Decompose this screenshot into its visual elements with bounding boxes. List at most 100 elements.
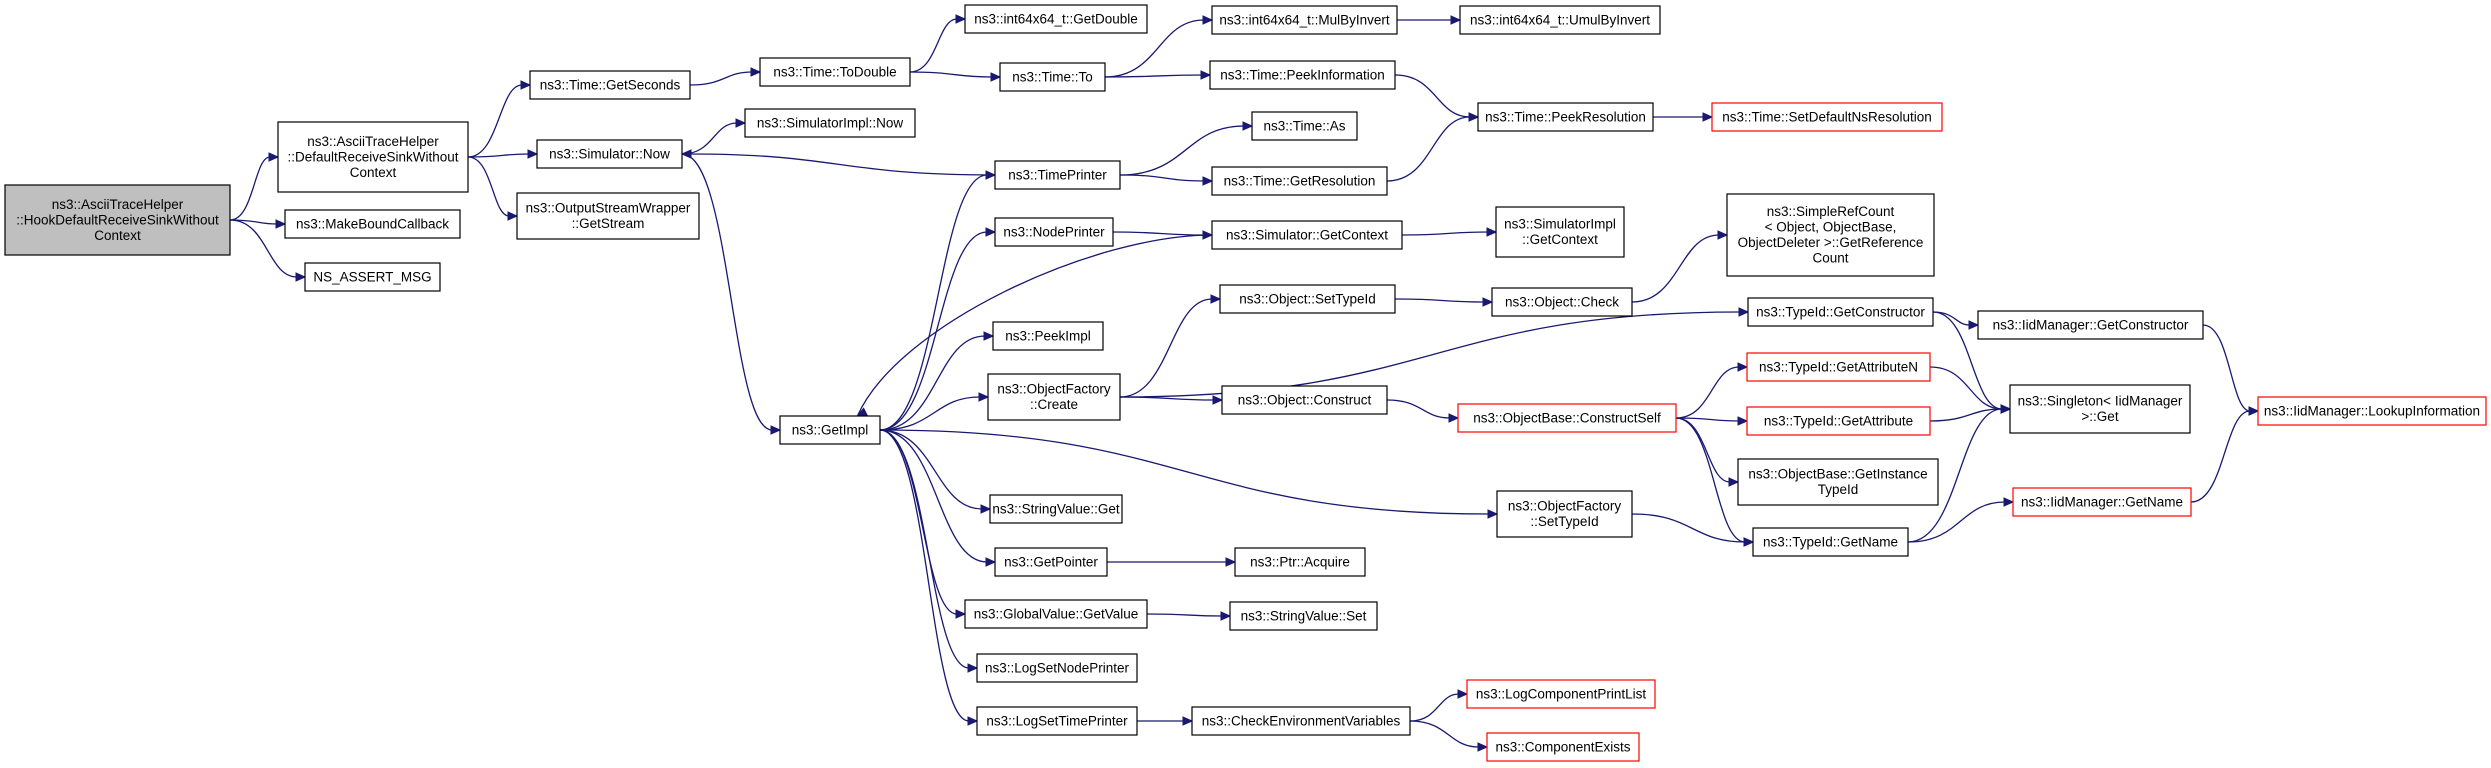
graph-node-box[interactable] xyxy=(1491,287,1633,317)
graph-node-box[interactable] xyxy=(1746,352,1931,382)
graph-node-box[interactable] xyxy=(304,262,441,292)
graph-node-simnow[interactable]: ns3::Simulator::Now xyxy=(536,139,683,169)
graph-node-objbaseconstruct[interactable]: ns3::ObjectBase::ConstructSelf xyxy=(1457,403,1677,433)
graph-node-objcheck[interactable]: ns3::Object::Check xyxy=(1491,287,1633,317)
graph-node-objsettid[interactable]: ns3::Object::SetTypeId xyxy=(1219,284,1396,314)
graph-node-tidgetname[interactable]: ns3::TypeId::GetName xyxy=(1752,527,1909,557)
graph-node-peekinfo[interactable]: ns3::Time::PeekInformation xyxy=(1209,60,1396,90)
graph-node-getimpl[interactable]: ns3::GetImpl xyxy=(779,415,881,445)
graph-node-simimplnow[interactable]: ns3::SimulatorImpl::Now xyxy=(744,108,916,138)
graph-node-simgetctx[interactable]: ns3::Simulator::GetContext xyxy=(1211,220,1403,250)
graph-node-iidgetname[interactable]: ns3::IidManager::GetName xyxy=(2012,487,2192,517)
graph-node-box[interactable] xyxy=(1211,166,1388,196)
graph-node-todouble[interactable]: ns3::Time::ToDouble xyxy=(759,57,911,87)
graph-node-box[interactable] xyxy=(964,4,1148,34)
graph-node-box[interactable] xyxy=(1977,310,2204,340)
graph-node-logsettime[interactable]: ns3::LogSetTimePrinter xyxy=(976,706,1138,736)
graph-node-box[interactable] xyxy=(1737,458,1939,506)
graph-node-getsec[interactable]: ns3::Time::GetSeconds xyxy=(529,70,691,100)
graph-node-peekres[interactable]: ns3::Time::PeekResolution xyxy=(1477,102,1654,132)
graph-node-singleton[interactable]: ns3::Singleton< IidManager>::Get xyxy=(2009,384,2191,434)
graph-node-box[interactable] xyxy=(1211,220,1403,250)
graph-node-box[interactable] xyxy=(1726,193,1935,277)
graph-node-getpointer[interactable]: ns3::GetPointer xyxy=(994,547,1108,577)
graph-node-tidgetattrn[interactable]: ns3::TypeId::GetAttributeN xyxy=(1746,352,1931,382)
graph-node-getres[interactable]: ns3::Time::GetResolution xyxy=(1211,166,1388,196)
graph-node-box[interactable] xyxy=(964,599,1148,629)
graph-node-box[interactable] xyxy=(2257,396,2487,426)
graph-node-root[interactable]: ns3::AsciiTraceHelper::HookDefaultReceiv… xyxy=(4,184,231,256)
graph-node-box[interactable] xyxy=(779,415,881,445)
graph-node-box[interactable] xyxy=(516,192,700,240)
graph-node-mkbound[interactable]: ns3::MakeBoundCallback xyxy=(284,209,461,239)
graph-node-box[interactable] xyxy=(744,108,916,138)
graph-node-box[interactable] xyxy=(1747,297,1934,327)
graph-node-ptracquire[interactable]: ns3::Ptr::Acquire xyxy=(1234,547,1366,577)
graph-node-osw[interactable]: ns3::OutputStreamWrapper::GetStream xyxy=(516,192,700,240)
graph-node-box[interactable] xyxy=(994,217,1114,247)
graph-node-box[interactable] xyxy=(1496,490,1633,538)
graph-node-umulbyinv[interactable]: ns3::int64x64_t::UmulByInvert xyxy=(1459,5,1661,35)
graph-node-tidgetctor[interactable]: ns3::TypeId::GetConstructor xyxy=(1747,297,1934,327)
graph-node-nodeprinter[interactable]: ns3::NodePrinter xyxy=(994,217,1114,247)
graph-node-box[interactable] xyxy=(2009,384,2191,434)
graph-node-box[interactable] xyxy=(1459,5,1661,35)
graph-node-getdouble[interactable]: ns3::int64x64_t::GetDouble xyxy=(964,4,1148,34)
graph-node-compexists[interactable]: ns3::ComponentExists xyxy=(1486,732,1640,762)
graph-node-lookupinfo[interactable]: ns3::IidManager::LookupInformation xyxy=(2257,396,2487,426)
graph-node-globalget[interactable]: ns3::GlobalValue::GetValue xyxy=(964,599,1148,629)
graph-node-box[interactable] xyxy=(1746,406,1931,436)
graph-node-box[interactable] xyxy=(1477,102,1654,132)
graph-node-box[interactable] xyxy=(1466,679,1656,709)
graph-node-timeto[interactable]: ns3::Time::To xyxy=(999,62,1106,92)
graph-node-box[interactable] xyxy=(1211,5,1398,35)
graph-node-setdefres[interactable]: ns3::Time::SetDefaultNsResolution xyxy=(1711,102,1943,132)
graph-node-box[interactable] xyxy=(536,139,683,169)
graph-node-box[interactable] xyxy=(1251,111,1358,141)
graph-node-simimplctx[interactable]: ns3::SimulatorImpl::GetContext xyxy=(1495,206,1625,258)
graph-node-box[interactable] xyxy=(1221,385,1388,415)
graph-node-box[interactable] xyxy=(1234,547,1366,577)
graph-node-box[interactable] xyxy=(759,57,911,87)
graph-node-box[interactable] xyxy=(1191,706,1411,736)
graph-node-box[interactable] xyxy=(1486,732,1640,762)
graph-node-box[interactable] xyxy=(994,160,1121,190)
graph-node-objconstruct[interactable]: ns3::Object::Construct xyxy=(1221,385,1388,415)
graph-node-assert[interactable]: NS_ASSERT_MSG xyxy=(304,262,441,292)
graph-node-box[interactable] xyxy=(987,373,1121,421)
graph-node-timeas[interactable]: ns3::Time::As xyxy=(1251,111,1358,141)
graph-node-box[interactable] xyxy=(1219,284,1396,314)
graph-node-box[interactable] xyxy=(999,62,1106,92)
graph-node-objfactcreate[interactable]: ns3::ObjectFactory::Create xyxy=(987,373,1121,421)
graph-node-box[interactable] xyxy=(1229,601,1378,631)
graph-node-box[interactable] xyxy=(277,121,469,193)
graph-node-box[interactable] xyxy=(529,70,691,100)
graph-node-logsetnode[interactable]: ns3::LogSetNodePrinter xyxy=(976,653,1138,683)
graph-node-box[interactable] xyxy=(992,321,1104,351)
graph-node-checkenv[interactable]: ns3::CheckEnvironmentVariables xyxy=(1191,706,1411,736)
graph-node-box[interactable] xyxy=(976,706,1138,736)
graph-node-strvalset[interactable]: ns3::StringValue::Set xyxy=(1229,601,1378,631)
graph-node-box[interactable] xyxy=(4,184,231,256)
graph-node-mulbyinv[interactable]: ns3::int64x64_t::MulByInvert xyxy=(1211,5,1398,35)
graph-node-tidgetattr[interactable]: ns3::TypeId::GetAttribute xyxy=(1746,406,1931,436)
graph-node-iidgetctor[interactable]: ns3::IidManager::GetConstructor xyxy=(1977,310,2204,340)
graph-node-simplerefcount[interactable]: ns3::SimpleRefCount< Object, ObjectBase,… xyxy=(1726,193,1935,277)
graph-node-box[interactable] xyxy=(1209,60,1396,90)
graph-node-box[interactable] xyxy=(1752,527,1909,557)
graph-node-timeprinter[interactable]: ns3::TimePrinter xyxy=(994,160,1121,190)
graph-node-box[interactable] xyxy=(1495,206,1625,258)
graph-node-logcompprint[interactable]: ns3::LogComponentPrintList xyxy=(1466,679,1656,709)
graph-node-box[interactable] xyxy=(1711,102,1943,132)
graph-node-box[interactable] xyxy=(989,494,1123,524)
graph-node-box[interactable] xyxy=(976,653,1138,683)
graph-node-peekimpl[interactable]: ns3::PeekImpl xyxy=(992,321,1104,351)
graph-node-objfactsettid[interactable]: ns3::ObjectFactory::SetTypeId xyxy=(1496,490,1633,538)
graph-node-box[interactable] xyxy=(994,547,1108,577)
graph-node-strvalget[interactable]: ns3::StringValue::Get xyxy=(989,494,1123,524)
graph-node-defrecv[interactable]: ns3::AsciiTraceHelper::DefaultReceiveSin… xyxy=(277,121,469,193)
graph-node-box[interactable] xyxy=(284,209,461,239)
graph-node-box[interactable] xyxy=(1457,403,1677,433)
graph-node-box[interactable] xyxy=(2012,487,2192,517)
